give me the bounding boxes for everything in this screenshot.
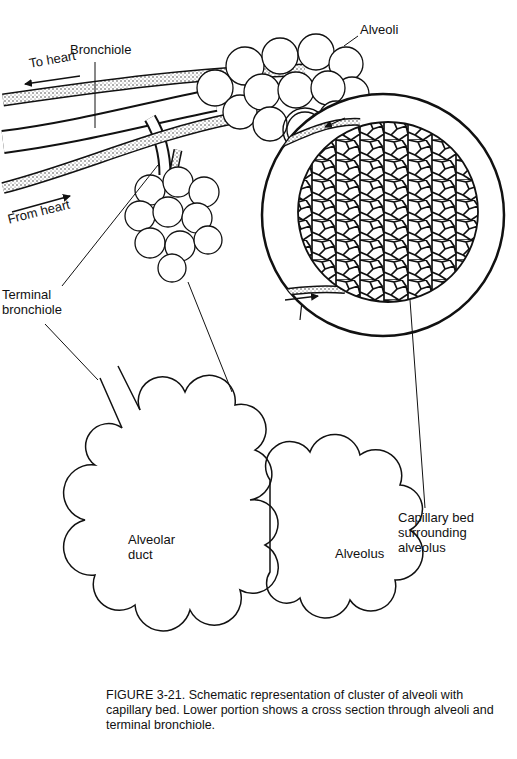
- part-label: Alveolar duct: [128, 532, 190, 562]
- part-label: Bronchiole: [70, 42, 160, 57]
- part-label: Alveolus: [335, 546, 401, 561]
- flow-label: From heart: [6, 190, 97, 226]
- part-label: Terminal bronchiole: [2, 287, 80, 317]
- flow-label: To heart: [28, 44, 100, 71]
- part-label: Alveoli: [360, 22, 440, 37]
- part-label: Capillary bed surrounding alveolus: [398, 510, 510, 555]
- figure-caption: FIGURE 3-21. Schematic representation of…: [106, 688, 506, 733]
